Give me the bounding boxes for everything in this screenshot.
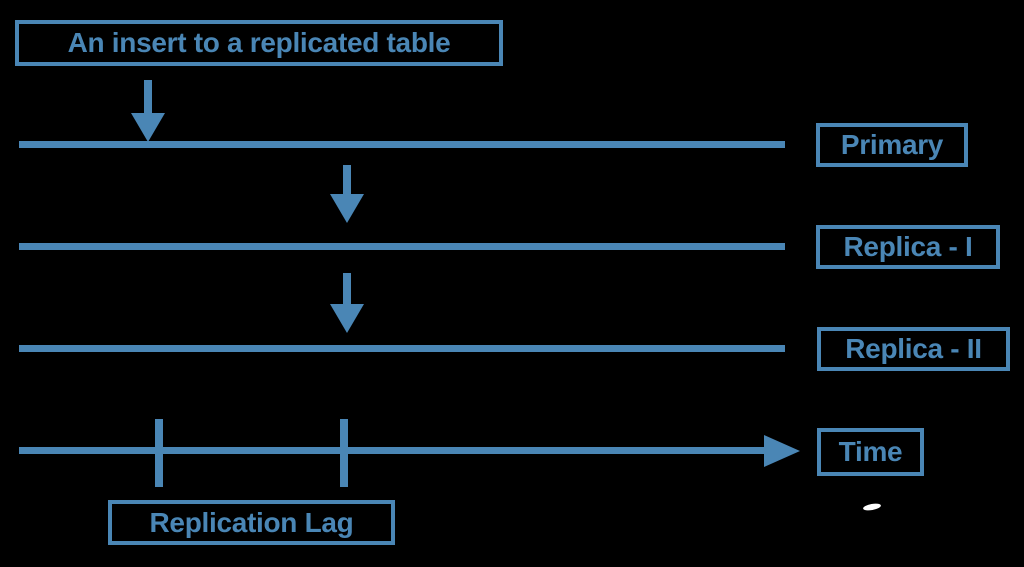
time-axis-arrow-head [764, 435, 800, 467]
primary-label: Primary [840, 129, 944, 160]
replica1-label: Replica - I [843, 231, 973, 262]
primary-label-box: Primary [816, 123, 968, 167]
replica2-label: Replica - II [845, 333, 982, 364]
primary-timeline-line [19, 141, 785, 148]
insert-annotation-box: An insert to a replicated table [15, 20, 503, 66]
insert-down-arrow-head [131, 113, 165, 142]
time-axis-line [19, 447, 769, 454]
white-artifact-mark [862, 502, 882, 512]
replica2-timeline-line [19, 345, 785, 352]
time-label: Time [838, 436, 903, 467]
replica2-label-box: Replica - II [817, 327, 1010, 371]
replication-lag-label: Replication Lag [149, 506, 354, 538]
replica2-down-arrow-shaft [343, 273, 351, 304]
time-axis-tick-1 [155, 419, 163, 487]
replica1-down-arrow-head [330, 194, 364, 223]
insert-annotation-label: An insert to a replicated table [67, 27, 451, 58]
replica1-label-box: Replica - I [816, 225, 1000, 269]
replication-lag-label-box: Replication Lag [108, 500, 395, 545]
replica2-down-arrow-head [330, 304, 364, 333]
replica1-down-arrow-shaft [343, 165, 351, 194]
replica1-timeline-line [19, 243, 785, 250]
insert-down-arrow-shaft [144, 80, 152, 113]
time-axis-tick-2 [340, 419, 348, 487]
time-label-box: Time [817, 428, 924, 476]
